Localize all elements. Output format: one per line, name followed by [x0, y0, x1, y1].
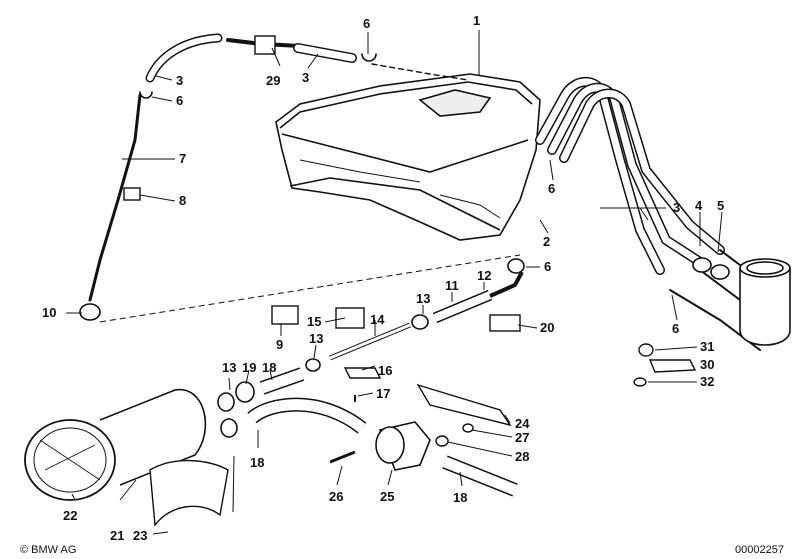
callout-32: 32	[700, 374, 714, 389]
callout-23: 23	[133, 528, 147, 543]
fuel-tank	[275, 73, 541, 241]
callout-4: 4	[695, 198, 703, 213]
callout-12: 12	[477, 268, 491, 283]
callout-26: 26	[329, 489, 343, 504]
callout-3a: 3	[176, 73, 183, 88]
callout-30: 30	[700, 357, 714, 372]
callout-6b: 6	[176, 93, 183, 108]
callout-6c: 6	[548, 181, 555, 196]
callout-21: 21	[110, 528, 124, 543]
callout-31: 31	[700, 339, 714, 354]
callout-28: 28	[515, 449, 529, 464]
callout-9: 9	[276, 337, 283, 352]
bracket-hardware	[633, 343, 697, 387]
callout-29: 29	[266, 73, 280, 88]
callout-6e: 6	[672, 321, 679, 336]
callout-13a: 13	[416, 291, 430, 306]
callout-2: 2	[543, 234, 550, 249]
callout-25: 25	[380, 489, 394, 504]
callout-labels: 1 2 3 3 3 4 5 6 6 6 6 6 7 8 9 10 11 12 1…	[42, 13, 724, 543]
middle-line-assembly	[271, 258, 525, 402]
callout-5: 5	[717, 198, 724, 213]
filler-neck	[739, 258, 791, 346]
drawing-number: 00002257	[735, 544, 784, 556]
callout-19: 19	[242, 360, 256, 375]
callout-16: 16	[378, 363, 392, 378]
lower-assembly	[24, 367, 518, 527]
callout-14: 14	[370, 312, 385, 327]
callout-3c: 3	[673, 200, 680, 215]
vent-hose-assembly	[79, 33, 469, 321]
leader-lines	[66, 30, 723, 535]
callout-17: 17	[376, 386, 390, 401]
callout-8: 8	[179, 193, 186, 208]
callout-6d: 6	[544, 259, 551, 274]
callout-7: 7	[179, 151, 186, 166]
callout-27: 27	[515, 430, 529, 445]
callout-13c: 13	[222, 360, 236, 375]
callout-3b: 3	[302, 70, 309, 85]
connection-line	[99, 254, 521, 323]
callout-18a: 18	[262, 360, 276, 375]
callout-20: 20	[540, 320, 554, 335]
callout-13b: 13	[309, 331, 323, 346]
callout-6a: 6	[363, 16, 370, 31]
callout-22: 22	[63, 508, 77, 523]
callout-24: 24	[515, 416, 530, 431]
callout-18b: 18	[250, 455, 264, 470]
callout-10: 10	[42, 305, 56, 320]
callout-11: 11	[445, 278, 459, 293]
fuel-line-bundle	[535, 76, 786, 351]
callout-15: 15	[307, 314, 321, 329]
callout-1: 1	[473, 13, 480, 28]
copyright-label: © BMW AG	[20, 544, 76, 556]
callout-18c: 18	[453, 490, 467, 505]
